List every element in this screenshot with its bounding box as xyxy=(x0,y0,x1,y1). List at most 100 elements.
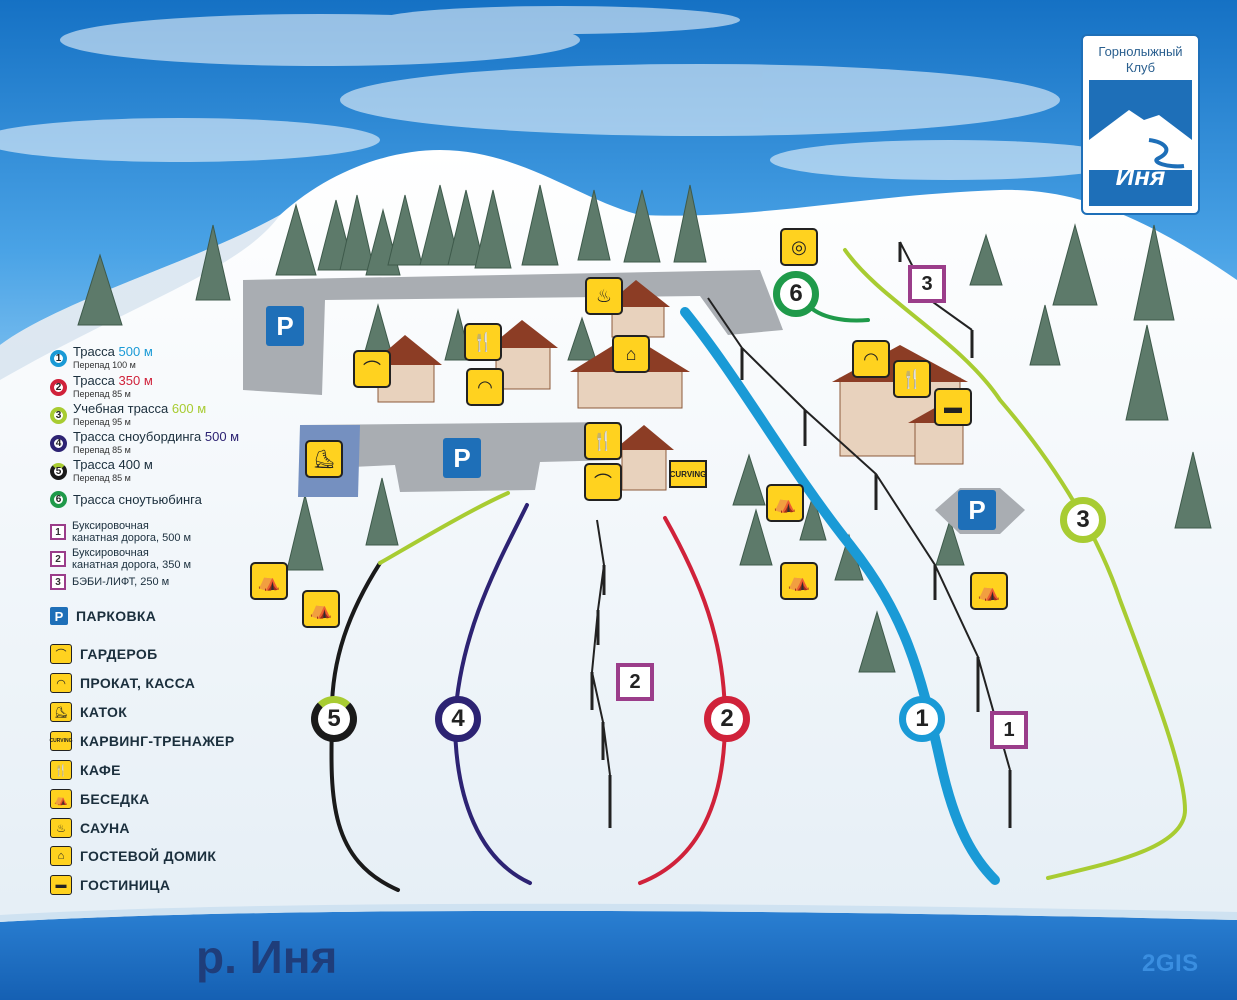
legend-lift-2-text: Буксировочная канатная дорога, 350 м xyxy=(72,547,191,571)
parking-sign-3: P xyxy=(958,490,996,530)
track-1-number: 1 xyxy=(915,705,929,732)
parking-sign-2: P xyxy=(443,438,481,478)
legend-track-1-text: Трасса 500 м Перепад 100 м xyxy=(73,345,153,372)
river-label: р. Иня xyxy=(196,931,338,983)
legend-lift-3-badge: 3 xyxy=(50,574,66,590)
track-4-number: 4 xyxy=(451,705,465,732)
legend-track-3-text: Учебная трасса 600 м Перепад 95 м xyxy=(73,402,206,429)
legend-lift-2-line1: Буксировочная xyxy=(72,547,149,559)
legend-track-6: 6 Трасса сноутьюбинга xyxy=(50,491,202,508)
gazebo-icon: ⛺ xyxy=(250,562,288,600)
gazebo-icon: ⛺ xyxy=(302,590,340,628)
track-1-marker: 1 xyxy=(899,696,945,742)
fork-knife-icon: 🍴 xyxy=(893,360,931,398)
hotel-bed-icon: ▬ xyxy=(50,875,72,895)
tubing-icon: ◎ xyxy=(780,228,818,266)
legend-track-2: 2 Трасса 350 м Перепад 85 м xyxy=(50,374,153,401)
legend-track-1-sub: Перепад 100 м xyxy=(73,360,136,370)
parking-sign-1: P xyxy=(266,306,304,346)
track-1-line xyxy=(680,307,1000,885)
legend-lift-3-text: БЭБИ-ЛИФТ, 250 м xyxy=(72,576,170,588)
lifts xyxy=(590,241,1012,828)
guest-house-icon: ⌂ xyxy=(50,846,72,866)
coat-hanger-icon: ⌒ xyxy=(353,350,391,388)
legend-track-1: 1 Трасса 500 м Перепад 100 м xyxy=(50,345,153,372)
legend-facility-4-label: КАФЕ xyxy=(80,762,121,778)
legend-lift-2-badge: 2 xyxy=(50,551,66,567)
logo-line1: Горнолыжный xyxy=(1098,44,1183,59)
legend-track-4-badge: 4 xyxy=(50,435,67,452)
legend-track-2-sub: Перепад 85 м xyxy=(73,389,131,399)
legend-track-5-label: Трасса 400 м xyxy=(73,457,153,472)
coat-hanger-icon: ⌒ xyxy=(584,463,622,501)
gazebo-icon: ⛺ xyxy=(780,562,818,600)
brand-label: 2GIS xyxy=(1142,950,1199,977)
legend-track-2-length: 350 м xyxy=(118,373,153,388)
clouds xyxy=(0,6,1130,180)
legend-facility-3: CURVING КАРВИНГ-ТРЕНАЖЕР xyxy=(50,731,234,751)
logo-line2: Клуб xyxy=(1125,60,1156,75)
lift-1-marker: 1 xyxy=(990,711,1028,749)
track-2-number: 2 xyxy=(720,705,734,732)
curving-icon: CURVING xyxy=(669,460,707,488)
legend-track-4-length: 500 м xyxy=(204,429,240,444)
legend-facility-5: ⛺ БЕСЕДКА xyxy=(50,789,150,809)
legend-facility-5-label: БЕСЕДКА xyxy=(80,791,150,807)
lift-3-marker: 3 xyxy=(908,265,946,303)
track-3-marker: 3 xyxy=(1060,497,1106,543)
legend-facility-0: ⌒ ГАРДЕРОБ xyxy=(50,644,157,664)
legend-facility-6-label: САУНА xyxy=(80,820,130,836)
lift-1-number: 1 xyxy=(1003,718,1015,741)
fork-knife-icon: 🍴 xyxy=(584,422,622,460)
legend-track-4: 4 Трасса сноубординга 500 м Перепад 85 м xyxy=(50,430,239,457)
rental-ticket-icon: ◠ xyxy=(466,368,504,406)
legend-track-1-length: 500 м xyxy=(118,344,153,359)
legend-track-5-sub: Перепад 85 м xyxy=(73,473,131,483)
track-6-number: 6 xyxy=(789,280,803,307)
legend-track-6-badge: 6 xyxy=(50,491,67,508)
legend-track-4-sub: Перепад 85 м xyxy=(73,445,131,455)
track-6-marker: 6 xyxy=(773,271,819,317)
river xyxy=(0,910,1237,1000)
legend-track-2-text: Трасса 350 м Перепад 85 м xyxy=(73,374,153,401)
parking-sign-2-label: P xyxy=(453,442,471,473)
rental-ticket-icon: ◠ xyxy=(50,673,72,693)
legend-track-4-text: Трасса сноубординга 500 м Перепад 85 м xyxy=(73,430,239,457)
legend-lift-2-line2: канатная дорога, 350 м xyxy=(72,559,192,571)
parking-icon: P xyxy=(50,607,68,625)
skate-icon: ⛸ xyxy=(305,440,343,478)
legend-facility-8: ▬ ГОСТИНИЦА xyxy=(50,875,170,895)
logo-name: Иня xyxy=(1115,161,1166,191)
legend-facility-6: ♨ САУНА xyxy=(50,818,130,838)
lift-2-marker: 2 xyxy=(616,663,654,701)
hotel-bed-icon: ▬ xyxy=(934,388,972,426)
legend-track-2-label: Трасса xyxy=(73,373,115,388)
legend-track-5-text: Трасса 400 м Перепад 85 м xyxy=(73,458,153,485)
river-shore xyxy=(0,903,1237,922)
track-5-top xyxy=(378,491,510,565)
legend-lift-3: 3 БЭБИ-ЛИФТ, 250 м xyxy=(50,574,169,590)
sauna-icon: ♨ xyxy=(585,277,623,315)
legend-lift-1-text: Буксировочная канатная дорога, 500 м xyxy=(72,520,191,544)
legend-facility-7-label: ГОСТЕВОЙ ДОМИК xyxy=(80,848,217,864)
legend-facility-2-label: КАТОК xyxy=(80,704,128,720)
legend-track-1-label: Трасса xyxy=(73,344,115,359)
sauna-icon: ♨ xyxy=(50,818,72,838)
legend-track-4-label: Трасса сноубординга xyxy=(73,429,202,444)
legend-facility-7: ⌂ ГОСТЕВОЙ ДОМИК xyxy=(50,846,216,866)
logo-mountain-box: Иня xyxy=(1089,80,1192,206)
legend-track-1-badge: 1 xyxy=(50,350,67,367)
legend-lift-2: 2 Буксировочная канатная дорога, 350 м xyxy=(50,547,191,571)
legend-track-5: 5 Трасса 400 м Перепад 85 м xyxy=(50,458,153,485)
club-logo: Горнолыжный Клуб Иня xyxy=(1081,34,1200,215)
track-3-line xyxy=(843,248,1188,880)
coat-hanger-icon: ⌒ xyxy=(50,644,72,664)
gazebo-icon: ⛺ xyxy=(50,789,72,809)
legend-facility-2: ⛸ КАТОК xyxy=(50,702,127,722)
track-5-number: 5 xyxy=(327,705,341,732)
legend-facility-1-label: ПРОКАТ, КАССА xyxy=(80,675,196,691)
legend-track-2-badge: 2 xyxy=(50,379,67,396)
legend-parking-label: ПАРКОВКА xyxy=(76,608,157,624)
parking-sign-1-label: P xyxy=(276,310,294,341)
legend-track-5-badge: 5 xyxy=(50,463,67,480)
